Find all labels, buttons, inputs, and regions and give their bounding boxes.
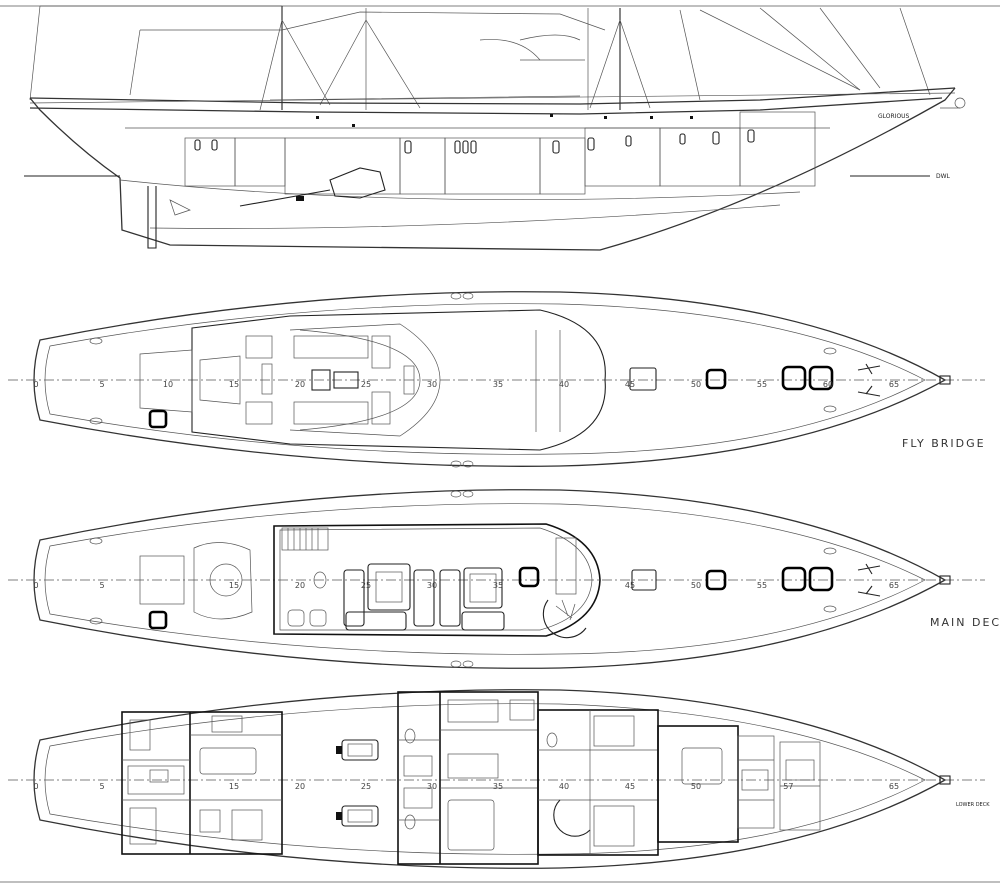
profile-view: DWL GLORIOUS [0, 5, 1000, 251]
forward-cabins [537, 709, 821, 856]
main-deck-frame-labels: 0 5 15 20 25 30 35 45 50 55 65 [33, 581, 899, 590]
frame-label: 55 [757, 581, 767, 590]
fly-bridge-title: FLY BRIDGE [902, 437, 986, 450]
frame-label: 0 [33, 380, 38, 389]
frame-label: 25 [361, 581, 371, 590]
frame-label: 45 [625, 380, 635, 389]
frame-label: 25 [361, 380, 371, 389]
frame-label: 60 [823, 380, 833, 389]
frame-label: 57 [783, 782, 793, 791]
frame-label: 40 [559, 782, 569, 791]
frame-label: 20 [295, 380, 305, 389]
frame-label: 15 [229, 581, 239, 590]
crew-area [121, 711, 283, 855]
frame-label: 15 [229, 782, 239, 791]
main-deck-plan: MAIN DECK 0 5 15 20 25 30 35 45 50 55 65 [8, 489, 1000, 669]
frame-label: 65 [889, 380, 899, 389]
vessel-name: GLORIOUS [878, 113, 910, 120]
frame-label: 30 [427, 380, 437, 389]
waterline-label: DWL [936, 173, 951, 180]
frame-label: 10 [163, 380, 173, 389]
frame-label: 15 [229, 380, 239, 389]
main-deck-title: MAIN DECK [930, 616, 1000, 629]
frame-label: 20 [295, 782, 305, 791]
frame-label: 45 [625, 782, 635, 791]
frame-label: 25 [361, 782, 371, 791]
frame-label: 50 [691, 581, 701, 590]
frame-label: 35 [493, 782, 503, 791]
frame-label: 35 [493, 581, 503, 590]
saloon-stairs [281, 527, 329, 551]
frame-label: 5 [99, 380, 104, 389]
lower-deck-title: LOWER DECK [956, 802, 990, 808]
frame-label: 55 [757, 380, 767, 389]
frame-label: 65 [889, 782, 899, 791]
fly-bridge-frame-labels: 0 5 10 15 20 25 30 35 40 45 50 55 60 65 [33, 380, 899, 389]
frame-label: 50 [691, 380, 701, 389]
frame-label: 20 [295, 581, 305, 590]
fly-bridge-plan: FLY BRIDGE 0 5 10 15 20 25 30 35 40 45 50 55 60 65 [8, 291, 986, 468]
frame-label: 40 [559, 380, 569, 389]
frame-label: 5 [99, 581, 104, 590]
frame-label: 45 [625, 581, 635, 590]
frame-label: 0 [33, 581, 38, 590]
frame-label: 0 [33, 782, 38, 791]
frame-label: 35 [493, 380, 503, 389]
lower-deck-plan: LOWER DECK 0 5 15 20 25 30 35 40 45 50 57 65 [8, 689, 990, 869]
guest-cabins [397, 691, 539, 865]
engine-room [336, 739, 379, 827]
frame-label: 30 [427, 782, 437, 791]
frame-label: 5 [99, 782, 104, 791]
frame-label: 30 [427, 581, 437, 590]
frame-label: 65 [889, 581, 899, 590]
frame-label: 50 [691, 782, 701, 791]
lower-deck-frame-labels: 0 5 15 20 25 30 35 40 45 50 57 65 [33, 782, 899, 791]
